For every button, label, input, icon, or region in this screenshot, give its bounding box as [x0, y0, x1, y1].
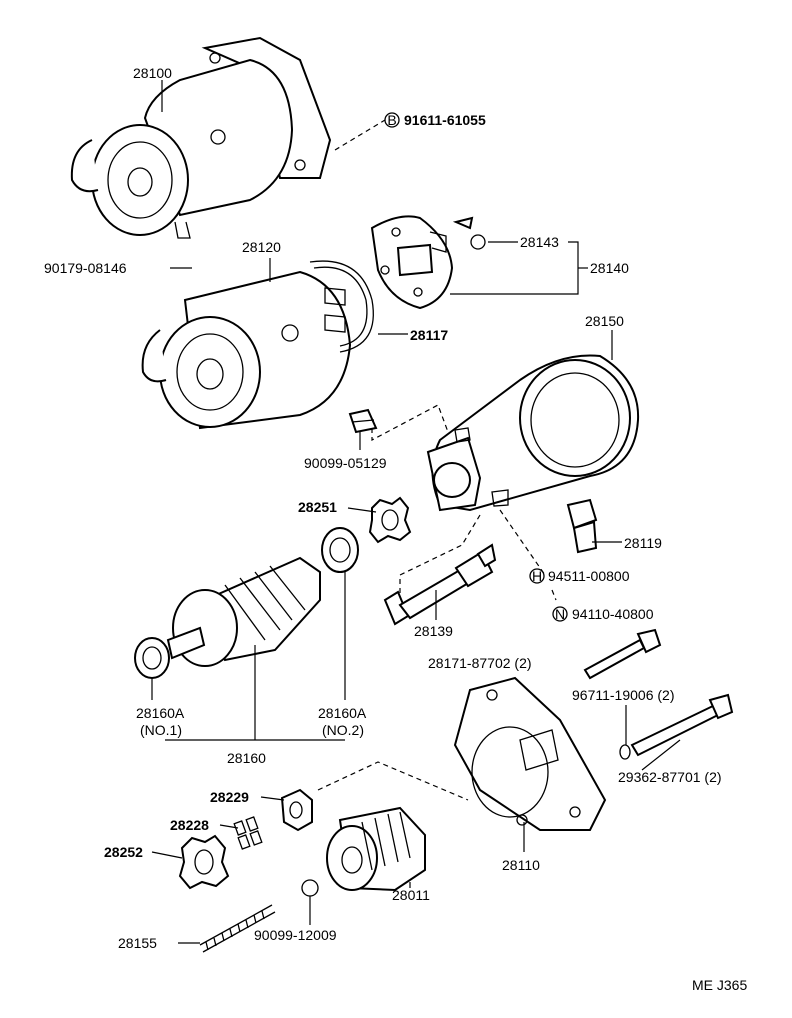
gear-28251 — [368, 496, 412, 544]
part-labels: 28100 91611-61055 90179-08146 28120 2814… — [44, 65, 747, 993]
label-28119: 28119 — [624, 535, 662, 551]
svg-text:H: H — [532, 568, 542, 584]
label-28160: 28160 — [227, 750, 266, 766]
label-96711-19006: 96711-19006 (2) — [572, 687, 674, 703]
housing-28150 — [426, 354, 640, 512]
bolt-28171-87702 — [583, 628, 662, 680]
bearing-28160A-no1 — [134, 637, 170, 679]
label-28228: 28228 — [170, 817, 209, 833]
label-28160A-no2-sub: (NO.2) — [322, 722, 364, 738]
label-28160A-no1-sub: (NO.1) — [140, 722, 182, 738]
label-28143: 28143 — [520, 234, 559, 250]
brush-spring-28143 — [452, 216, 486, 250]
drive-housing-28110 — [453, 676, 607, 831]
label-28117: 28117 — [410, 327, 448, 343]
field-frame-28120 — [141, 270, 352, 430]
armature-28160 — [166, 556, 321, 667]
starter-assembly-28100 — [70, 36, 332, 239]
badge-N: N — [552, 606, 568, 622]
bearing-28160A-no2 — [321, 527, 359, 573]
label-28011: 28011 — [392, 887, 430, 903]
label-28160A-no2: 28160A — [318, 705, 367, 721]
svg-text:B: B — [387, 112, 396, 128]
label-28150: 28150 — [585, 313, 624, 329]
label-28252: 28252 — [104, 844, 143, 860]
badge-B: B — [384, 112, 400, 128]
clutch-28011 — [326, 806, 426, 892]
lead-28139 — [383, 543, 497, 626]
washer-96711-19006 — [619, 744, 631, 760]
label-28140: 28140 — [590, 260, 629, 276]
brush-holder-28140 — [370, 215, 454, 310]
o-ring-28117 — [309, 260, 374, 353]
svg-text:N: N — [555, 606, 565, 622]
assembly-dashed-lines — [317, 119, 557, 801]
label-29362-87701: 29362-87701 (2) — [618, 769, 722, 785]
label-90099-12009: 90099-12009 — [254, 927, 337, 943]
label-28110: 28110 — [502, 857, 540, 873]
label-90179-08146: 90179-08146 — [44, 260, 127, 276]
footer-code: ME J365 — [692, 977, 747, 993]
clip-90099-05129 — [348, 408, 378, 434]
ball-90099-12009 — [301, 879, 319, 897]
retainer-28229 — [280, 788, 313, 832]
spring-28155 — [199, 904, 276, 953]
label-28251: 28251 — [298, 499, 337, 515]
rollers-28228 — [233, 816, 263, 850]
badge-H: H — [529, 568, 545, 584]
label-94511-00800: 94511-00800 — [548, 568, 630, 584]
label-90099-05129: 90099-05129 — [304, 455, 387, 471]
gear-28252 — [178, 834, 230, 890]
label-94110-40800: 94110-40800 — [572, 606, 654, 622]
label-28100: 28100 — [133, 65, 172, 81]
bolt-29362-87701 — [630, 693, 734, 757]
leader-lines — [151, 80, 681, 944]
label-28229: 28229 — [210, 789, 249, 805]
label-28160A-no1: 28160A — [136, 705, 185, 721]
label-28120: 28120 — [242, 239, 281, 255]
label-91611-61055: 91611-61055 — [404, 112, 486, 128]
label-28171-87702: 28171-87702 (2) — [428, 655, 532, 671]
label-28155: 28155 — [118, 935, 157, 951]
label-28139: 28139 — [414, 623, 453, 639]
plug-28119 — [566, 498, 598, 554]
